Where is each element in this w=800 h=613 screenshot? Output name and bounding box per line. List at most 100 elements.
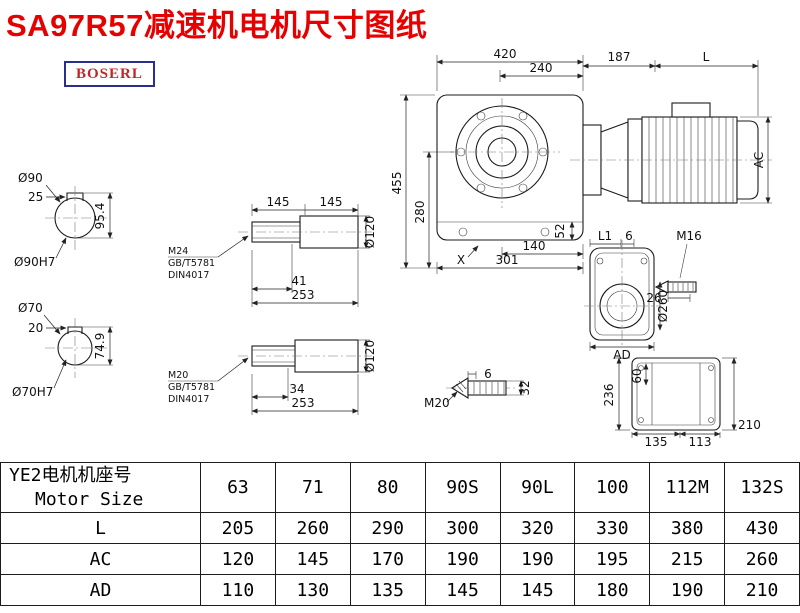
dim-label-210: 210	[738, 418, 761, 432]
dim-label-d70: Ø70	[18, 301, 43, 315]
dim-label-L: L	[703, 50, 710, 64]
dim-cell: 190	[499, 543, 576, 575]
dim-label-41: 41	[291, 274, 306, 288]
row-label: L	[0, 512, 201, 544]
header-line-cn: YE2电机机座号	[9, 464, 132, 486]
stud-detail-m20: M20 6 32	[424, 367, 532, 410]
size-col-header: 63	[200, 462, 276, 513]
dim-label-d120-top: Ø120	[363, 216, 377, 248]
dim-cell: 215	[649, 543, 726, 575]
output-flange-side-view: L1 6 M16 26 Ø260 AD	[584, 229, 702, 362]
dim-label-6-flange: 6	[625, 229, 633, 243]
row-label: AD	[0, 574, 201, 606]
dim-label-455: 455	[390, 172, 404, 195]
dim-label-187: 187	[608, 50, 631, 64]
dim-label-25: 25	[28, 190, 43, 204]
std-label-din-top: DIN4017	[168, 270, 209, 281]
dim-cell: 320	[499, 512, 576, 544]
dim-cell: 330	[574, 512, 651, 544]
dim-label-26: 26	[646, 291, 661, 305]
dim-label-280: 280	[413, 201, 427, 224]
dim-cell: 380	[649, 512, 726, 544]
dim-label-X: X	[457, 253, 465, 267]
dim-cell: 260	[274, 512, 351, 544]
dim-cell: 135	[349, 574, 426, 606]
dim-label-74-9: 74.9	[93, 333, 107, 360]
shaft-section-m24: 145 145 Ø120 M24 GB/T5781 DIN4017 41 253	[168, 195, 377, 307]
dim-cell: 210	[724, 574, 800, 606]
dim-label-420: 420	[494, 47, 517, 61]
dim-label-240: 240	[530, 61, 553, 75]
dim-cell: 145	[274, 543, 351, 575]
dim-label-d70h7: Ø70H7	[12, 385, 53, 399]
dim-cell: 145	[499, 574, 576, 606]
table-row-AC: AC 120 145 170 190 190 195 215 260	[0, 543, 800, 575]
dim-label-AC: AC	[752, 152, 766, 168]
dim-label-52: 52	[553, 223, 567, 238]
dim-cell: 260	[724, 543, 800, 575]
table-row-L: L 205 260 290 300 320 330 380 430	[0, 512, 800, 544]
thread-label-m20: M20	[168, 370, 188, 381]
dim-label-d90: Ø90	[18, 171, 43, 185]
dim-label-140: 140	[523, 239, 546, 253]
dim-cell: 190	[649, 574, 726, 606]
dim-cell: 195	[574, 543, 651, 575]
table-row-AD: AD 110 130 135 145 145 180 190 210	[0, 574, 800, 606]
size-col-header: 71	[274, 462, 351, 513]
dim-label-135: 135	[645, 435, 668, 449]
size-col-header: 90S	[424, 462, 501, 513]
dim-label-L1: L1	[598, 229, 612, 243]
shaft-end-view-70: Ø70 20 74.9 Ø70H7	[12, 301, 113, 399]
dim-label-145b: 145	[320, 195, 343, 209]
dim-label-60: 60	[630, 368, 644, 383]
dim-cell: 430	[724, 512, 800, 544]
dim-label-113: 113	[689, 435, 712, 449]
row-label: AC	[0, 543, 201, 575]
std-label-gb-top: GB/T5781	[168, 258, 215, 269]
dim-label-95-4: 95.4	[93, 203, 107, 230]
logo-text: BOSERL	[76, 66, 143, 82]
dim-label-AD: AD	[613, 348, 630, 362]
size-col-header: 80	[349, 462, 426, 513]
dim-label-32: 32	[518, 380, 532, 395]
dim-label-253-bottom: 253	[292, 396, 315, 410]
dim-cell: 300	[424, 512, 501, 544]
main-view-gearbox-motor: 420 240 187 L 455 280 52 140 301 X AC	[390, 47, 772, 274]
technical-drawing: Ø90 25 95.4 Ø90H7 Ø70 20 74.9 Ø70H7	[12, 47, 772, 449]
dim-cell: 290	[349, 512, 426, 544]
dim-label-236: 236	[602, 384, 616, 407]
dim-cell: 145	[424, 574, 501, 606]
boserl-logo: BOSERL	[64, 61, 155, 87]
dim-label-d260: Ø260	[656, 290, 670, 322]
dim-label-34: 34	[289, 382, 304, 396]
size-col-header: 112M	[649, 462, 726, 513]
dim-label-253-top: 253	[292, 288, 315, 302]
shaft-section-m20: Ø120 M20 GB/T5781 DIN4017 34 253	[168, 339, 377, 415]
dim-label-6-stud: 6	[484, 367, 492, 381]
dim-label-d120-bottom: Ø120	[363, 340, 377, 372]
motor-size-header-cell: YE2电机机座号 Motor Size	[0, 462, 201, 513]
shaft-end-view-90: Ø90 25 95.4 Ø90H7	[14, 171, 113, 269]
dim-cell: 130	[274, 574, 351, 606]
size-col-header: 90L	[499, 462, 576, 513]
thread-label-m20-stud: M20	[424, 396, 450, 410]
size-col-header: 132S	[724, 462, 800, 513]
dim-cell: 120	[200, 543, 276, 575]
dim-cell: 205	[200, 512, 276, 544]
dim-cell: 110	[200, 574, 276, 606]
size-col-header: 100	[574, 462, 651, 513]
dim-cell: 170	[349, 543, 426, 575]
header-line-en: Motor Size	[35, 488, 144, 510]
thread-label-m24: M24	[168, 246, 188, 257]
motor-end-view: 236 60 135 113 210	[602, 357, 761, 449]
dim-cell: 190	[424, 543, 501, 575]
table-header-row: YE2电机机座号 Motor Size 63 71 80 90S 90L 100…	[0, 462, 800, 513]
std-label-din-bottom: DIN4017	[168, 394, 209, 405]
page-title: SA97R57减速机电机尺寸图纸	[6, 8, 428, 43]
dim-label-d90h7: Ø90H7	[14, 255, 55, 269]
dim-label-301: 301	[496, 253, 519, 267]
thread-label-m16: M16	[676, 229, 702, 243]
std-label-gb-bottom: GB/T5781	[168, 382, 215, 393]
dimension-table: YE2电机机座号 Motor Size 63 71 80 90S 90L 100…	[0, 462, 800, 606]
